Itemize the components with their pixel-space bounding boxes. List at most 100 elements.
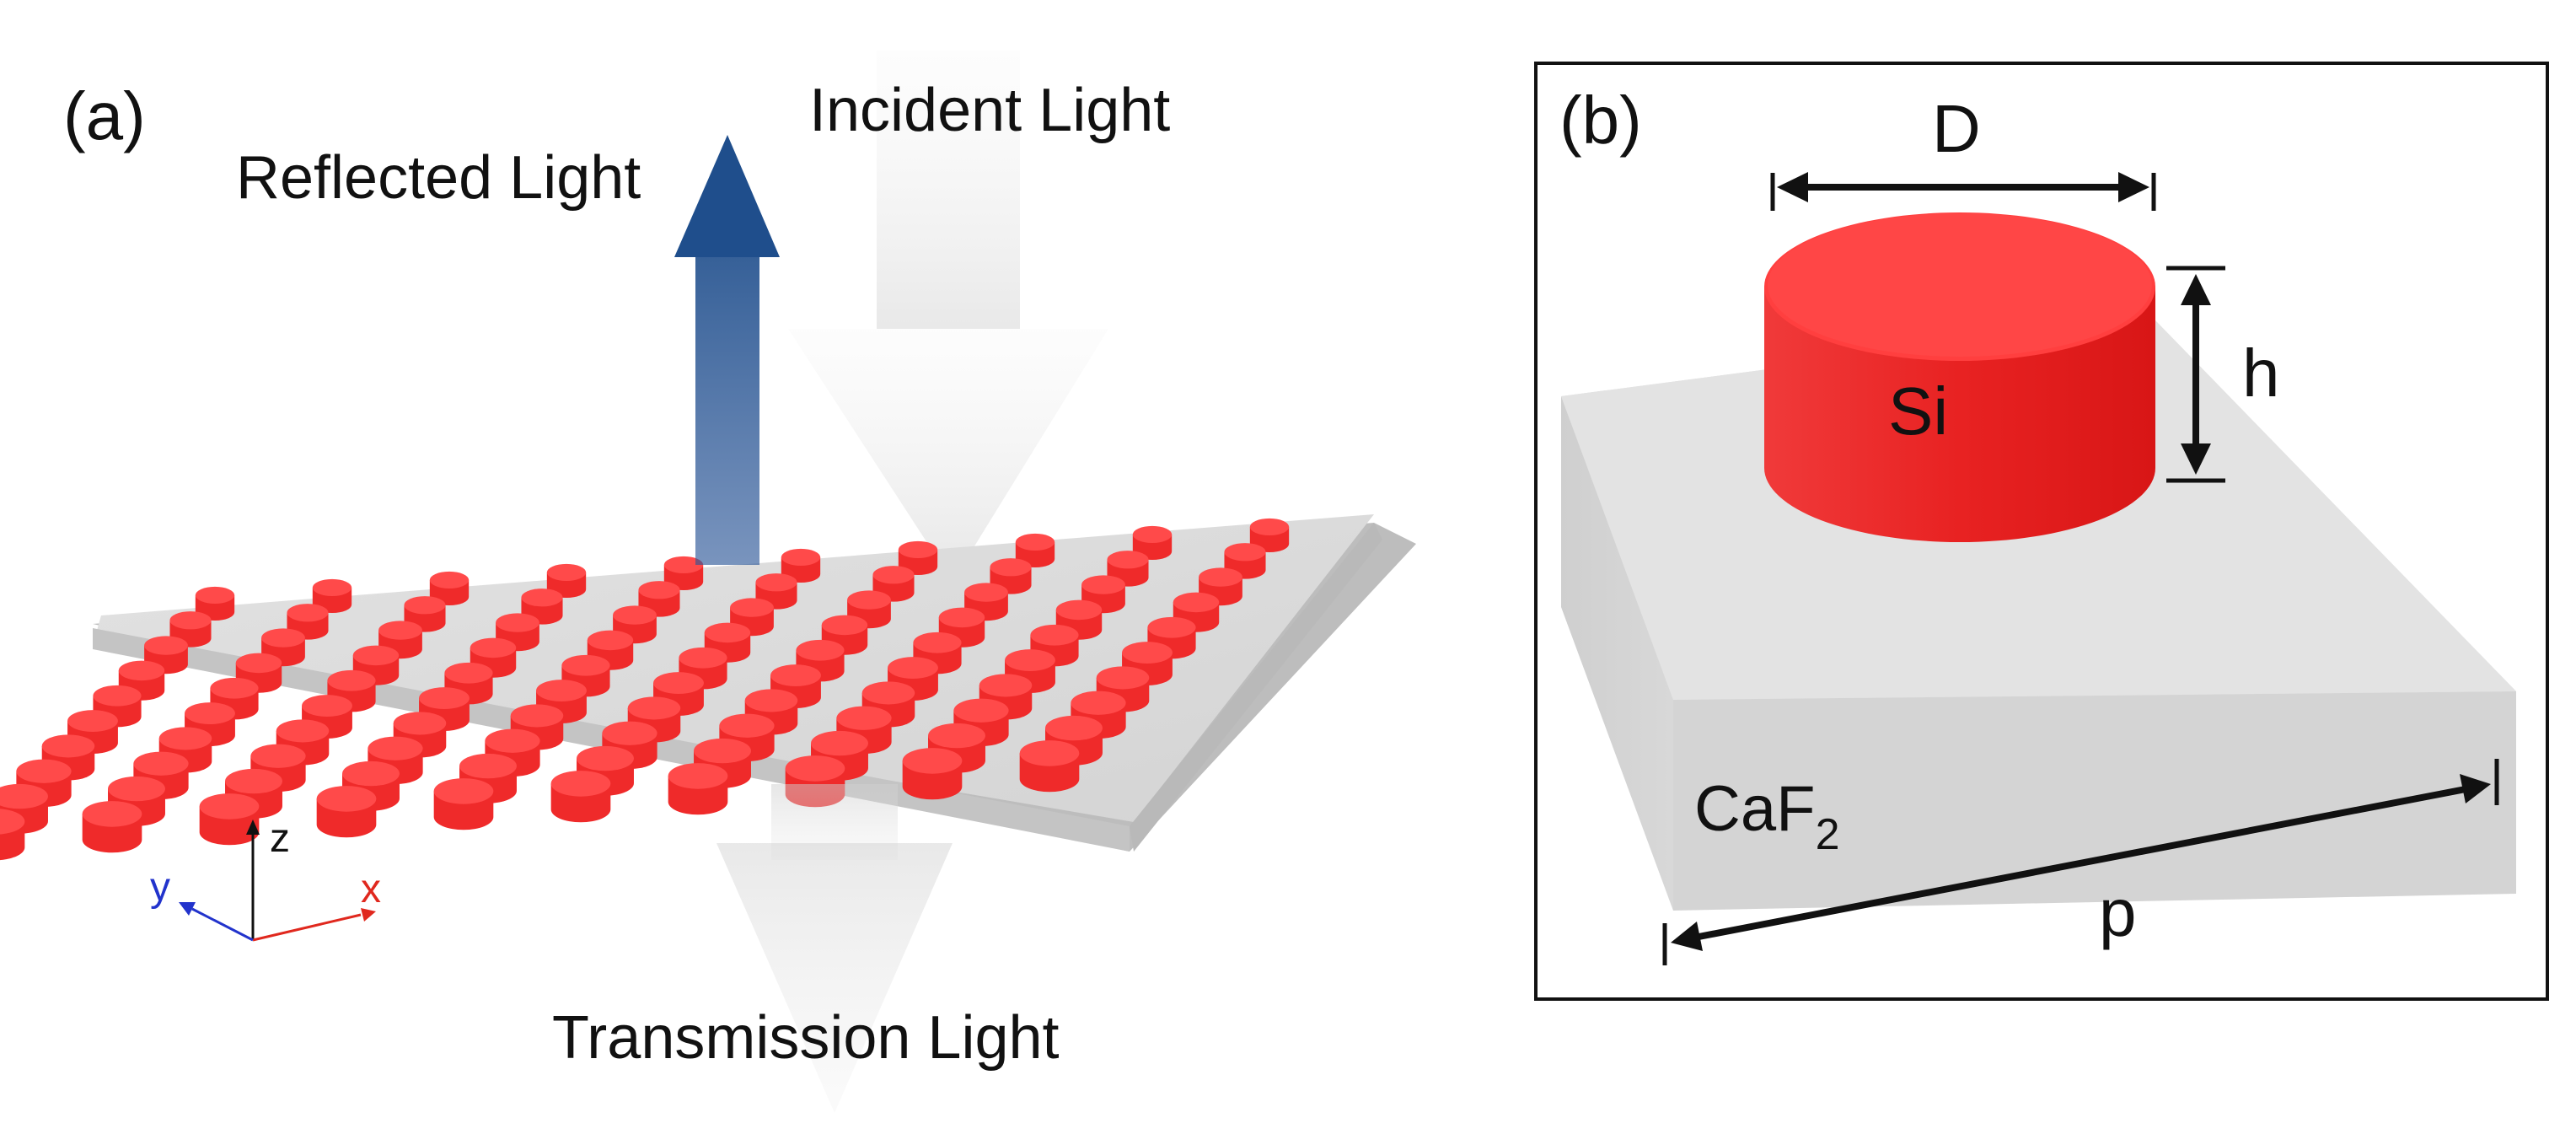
pillar-array	[0, 518, 1290, 861]
pillar	[668, 763, 728, 815]
pillar-top	[1096, 666, 1150, 690]
pillar-top	[811, 730, 868, 756]
pillar-top	[546, 563, 587, 581]
pillar-material-label: Si	[1888, 374, 1948, 449]
pillar-top	[210, 677, 259, 699]
pillar-top	[627, 696, 681, 720]
pillar-top	[847, 590, 891, 610]
y-axis-label: y	[150, 865, 170, 910]
pillar-top	[730, 598, 774, 617]
pillar-top	[185, 702, 235, 725]
pillar-top	[888, 657, 938, 680]
pillar-top	[990, 558, 1032, 577]
pillar-top	[316, 786, 377, 812]
pillar-top	[1132, 525, 1173, 543]
pillar-top	[496, 613, 539, 632]
pillar-top	[796, 639, 845, 661]
pillar-top	[938, 607, 985, 628]
pillar	[902, 748, 963, 800]
pillar-top	[433, 778, 494, 804]
pillar-top	[587, 630, 634, 651]
pillar-top	[419, 687, 470, 710]
pillar-top	[902, 748, 963, 774]
pillar-top	[536, 680, 587, 702]
panel-a: z y x (a) Incident Light Reflected Light…	[0, 51, 1416, 1113]
pillar-top	[352, 645, 400, 666]
pillar-top	[16, 759, 72, 783]
pillar-top	[276, 719, 330, 743]
pillar	[316, 786, 377, 838]
pillar-top	[470, 637, 517, 658]
reflected-light-label: Reflected Light	[236, 144, 641, 212]
pillar-top	[770, 664, 821, 687]
pillar-top	[67, 710, 118, 733]
pillar-top	[928, 723, 985, 749]
z-axis-arrowhead	[246, 820, 260, 835]
pillar-top	[679, 647, 727, 669]
period-dimension	[1662, 759, 2499, 965]
pillar-top	[429, 571, 470, 588]
pillar	[1019, 740, 1080, 793]
pillar-top	[577, 745, 634, 771]
pillar-top	[1107, 551, 1149, 569]
pillar-top	[302, 695, 352, 717]
pillar-top	[913, 631, 962, 653]
diameter-label: D	[1932, 91, 1981, 166]
pillar-top	[1122, 642, 1173, 664]
pillar-top	[158, 727, 212, 750]
pillar-top	[602, 721, 657, 745]
pillar-top	[821, 615, 868, 636]
pillar-top	[169, 611, 212, 630]
pillar-top	[250, 744, 306, 768]
pillar-top	[342, 760, 400, 787]
pillar-top	[444, 662, 493, 684]
pillar-top	[638, 581, 680, 599]
panel-a-label: (a)	[63, 78, 146, 153]
pillar-top	[1005, 649, 1055, 672]
pillar-top	[485, 728, 540, 753]
pillar-top	[550, 771, 611, 797]
pillar-top	[663, 556, 704, 573]
pillar	[550, 771, 611, 823]
height-dimension	[2166, 266, 2225, 483]
pillar-top	[261, 628, 305, 648]
pillar-top	[744, 689, 798, 712]
pillar-top	[613, 605, 657, 625]
pillar-top	[964, 583, 1008, 602]
pillar	[199, 793, 260, 846]
pillar-top	[312, 578, 352, 596]
si-cylinder	[1764, 212, 2155, 542]
x-axis-label: x	[361, 867, 381, 911]
transmission-light-arrow	[716, 784, 953, 1113]
pillar	[0, 809, 25, 861]
pillar-top	[0, 809, 25, 835]
pillar-top	[1173, 592, 1220, 613]
pillar-top	[368, 736, 423, 760]
pillar-top	[1249, 518, 1290, 535]
pillar-top	[953, 698, 1009, 723]
pillar-top	[1055, 599, 1103, 621]
pillar-top	[1224, 543, 1266, 562]
pillar-top	[668, 763, 728, 789]
coordinate-axes: z y x	[150, 816, 381, 942]
reflected-light-arrow	[674, 135, 780, 565]
pillar	[938, 607, 985, 648]
pillar-top	[327, 669, 376, 691]
pillar-top	[199, 793, 260, 820]
substrate-material-base: CaF	[1694, 773, 1816, 845]
pillar	[433, 778, 494, 830]
y-axis-arrowhead	[179, 902, 196, 916]
pillar-top	[118, 660, 165, 681]
x-axis-arrowhead	[361, 908, 376, 922]
pillar-top	[378, 621, 422, 640]
pillar-top	[521, 588, 563, 607]
pillar-top	[1081, 575, 1125, 594]
pillar-top	[1199, 567, 1242, 587]
panel-b: (b) D h Si CaF2 p	[1534, 62, 2549, 1001]
pillar-top	[195, 586, 235, 604]
substrate-material-label: CaF2	[1694, 773, 1840, 859]
period-label: p	[2099, 875, 2137, 950]
pillar-top	[836, 706, 892, 730]
pillar-top	[1015, 533, 1055, 551]
pillar-top	[1071, 691, 1126, 715]
